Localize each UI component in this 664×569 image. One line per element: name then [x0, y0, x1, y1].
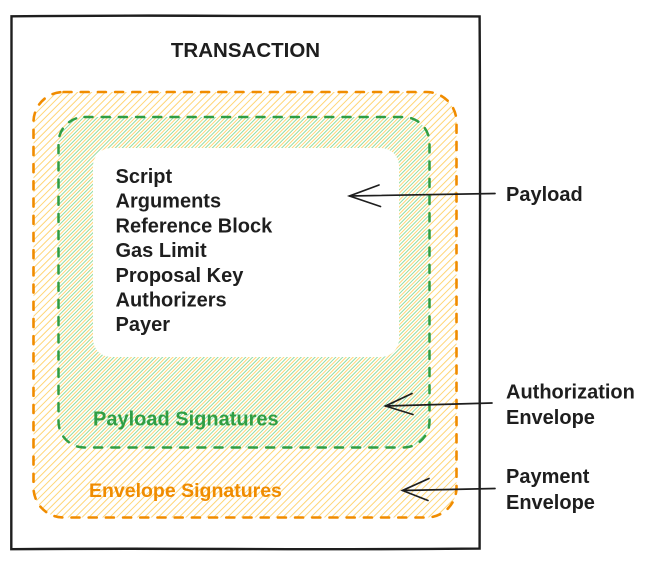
svg-text:Envelope: Envelope: [506, 492, 595, 514]
svg-text:Envelope: Envelope: [506, 407, 595, 429]
svg-text:Gas Limit: Gas Limit: [116, 240, 207, 262]
svg-text:Payment: Payment: [506, 466, 590, 488]
svg-text:Authorizers: Authorizers: [116, 290, 227, 312]
svg-text:Arguments: Arguments: [116, 191, 222, 213]
svg-text:Authorization: Authorization: [506, 382, 635, 404]
svg-text:Payload Signatures: Payload Signatures: [93, 409, 279, 431]
svg-text:Proposal Key: Proposal Key: [116, 265, 245, 287]
svg-text:TRANSACTION: TRANSACTION: [171, 39, 320, 62]
svg-text:Script: Script: [116, 166, 173, 188]
svg-text:Reference Block: Reference Block: [116, 215, 274, 237]
svg-text:Payload: Payload: [506, 184, 583, 206]
svg-text:Envelope Signatures: Envelope Signatures: [89, 480, 282, 502]
svg-text:Payer: Payer: [116, 314, 171, 336]
